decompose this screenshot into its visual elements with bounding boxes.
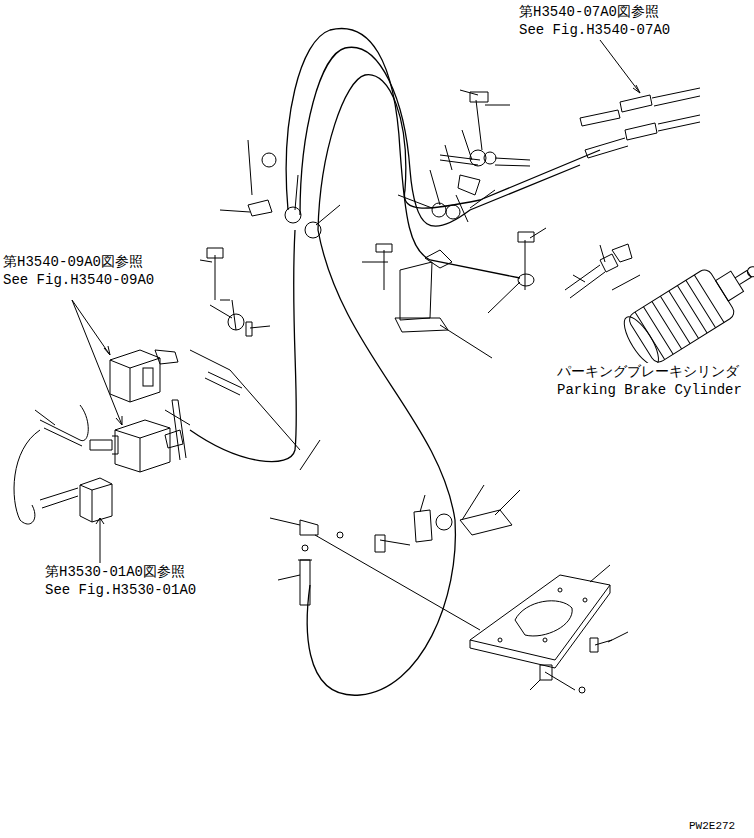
reference-label: See Fig.H3540-09A0 [2, 271, 155, 289]
reference-label: See Fig.H3530-01A0 [44, 581, 197, 599]
reference-label: 第H3540-09A0図参照 [2, 253, 144, 271]
reference-label: 第H3530-01A0図参照 [44, 563, 186, 581]
reference-label: パーキングブレーキシリンダ [556, 363, 740, 381]
reference-label: PW2E272 [688, 820, 736, 833]
reference-label: See Fig.H3540-07A0 [518, 21, 671, 39]
reference-label: Parking Brake Cylinder [556, 381, 743, 399]
reference-label: 第H3540-07A0図参照 [518, 3, 660, 21]
